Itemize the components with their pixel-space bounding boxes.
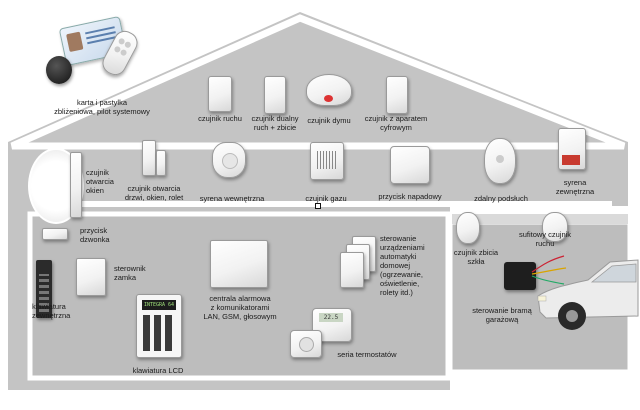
label-window: czujnik otwarcia okien [86, 168, 114, 195]
lock-controller [76, 258, 106, 296]
label-dual: czujnik dualny ruch + zbicie [251, 114, 299, 132]
external-keypad-keys [39, 274, 49, 312]
gas-indicator [315, 203, 321, 209]
remote-listening-device [484, 138, 516, 184]
internal-siren [212, 142, 246, 178]
car [537, 259, 639, 330]
label-doorbell: przycisk dzwonka [80, 226, 110, 244]
lcd-keys [143, 315, 175, 351]
label-gas: czujnik gazu [305, 194, 347, 203]
thermostat-display: 22.5 [319, 313, 343, 322]
door-magnet [156, 150, 166, 176]
card-lines [85, 26, 115, 35]
key-fob-tag [46, 56, 72, 84]
doorbell-button [42, 228, 68, 240]
gas-grille [317, 151, 337, 169]
label-card: karta i pastylka zbliżeniowa, pilot syst… [54, 98, 150, 116]
label-int-siren: syrena wewnętrzna [199, 194, 265, 203]
dual-detector [264, 76, 286, 114]
label-panic: przycisk napadowy [378, 192, 442, 201]
panic-button [390, 146, 430, 184]
dial-knob [299, 337, 314, 352]
label-smoke: czujnik dymu [307, 116, 351, 125]
label-door: czujnik otwarcia drzwi, okien, rolet [124, 184, 184, 202]
label-ceiling: sufitowy czujnik ruchu [518, 230, 572, 248]
label-glass: czujnik zbicia szkła [453, 248, 499, 266]
thermostat-dial [290, 330, 322, 358]
label-gate: sterowanie bramą garażową [472, 306, 532, 324]
camera-detector [386, 76, 408, 114]
smoke-led [324, 95, 333, 102]
external-siren [558, 128, 586, 170]
label-automation: sterowanie urządzeniami automatyki domow… [380, 234, 425, 297]
gas-detector [310, 142, 344, 180]
label-remote-listen: zdalny podsłuch [474, 194, 528, 203]
external-keypad [36, 260, 52, 318]
garage-door-slats [452, 214, 628, 224]
motion-detector [208, 76, 232, 112]
gate-controller [504, 262, 536, 290]
label-ext-siren: syrena zewnętrzna [555, 178, 595, 196]
siren-speaker [222, 153, 238, 169]
ceiling-motion-detector [542, 212, 568, 242]
door-sensor [142, 140, 156, 176]
lcd-screen: INTEGRA 64 [142, 300, 176, 310]
label-thermo: seria termostatów [337, 350, 397, 359]
label-motion: czujnik ruchu [198, 114, 242, 123]
remote-button-4 [119, 48, 128, 57]
alarm-panel [210, 240, 268, 288]
remote-button-2 [123, 40, 132, 49]
lcd-keypad: INTEGRA 64 [136, 294, 182, 358]
listening-mic [496, 155, 504, 163]
window-sensor [70, 152, 82, 218]
card-photo [66, 31, 84, 53]
label-panel: centrala alarmowa z komunikatorami LAN, … [203, 294, 277, 321]
siren-lamp [562, 155, 580, 165]
automation-module-1 [340, 252, 364, 288]
label-lock: sterownik zamka [114, 264, 146, 282]
label-camera: czujnik z aparatem cyfrowym [364, 114, 428, 132]
glass-break-detector [456, 212, 480, 244]
label-ext-keypad: klawiatura zewnętrzna [32, 302, 71, 320]
gate-wires [531, 255, 567, 285]
label-lcd-keypad: klawiatura LCD [132, 366, 184, 375]
smoke-detector [306, 74, 352, 106]
